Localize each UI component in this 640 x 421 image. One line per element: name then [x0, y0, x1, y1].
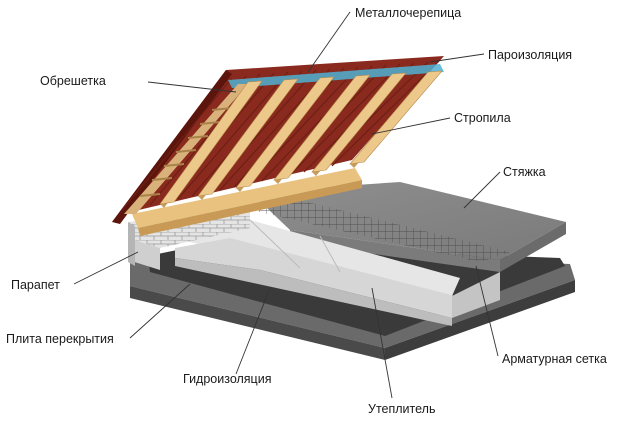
label-floor-slab: Плита перекрытия [6, 332, 114, 346]
leader-lines [73, 11, 501, 399]
label-waterproofing: Гидроизоляция [183, 372, 272, 386]
lathing-layer [124, 84, 248, 214]
label-screed: Стяжка [503, 165, 546, 179]
insulation-layer [175, 219, 500, 326]
rafter [159, 80, 263, 205]
rebar-mesh-layer [250, 200, 510, 262]
screed-layer [250, 182, 566, 272]
rafter [273, 74, 371, 181]
vapor-barrier-film [228, 64, 444, 88]
wall-plate-beam [132, 168, 362, 236]
label-vapor-barrier: Пароизоляция [488, 48, 573, 62]
label-rebar-mesh: Арматурная сетка [502, 352, 607, 366]
label-metal-tile: Металлочерепица [355, 6, 462, 20]
rafter [197, 78, 299, 197]
rafter [311, 72, 407, 173]
rafter [235, 76, 335, 189]
rafter [349, 70, 443, 165]
label-rafters: Стропила [454, 111, 511, 125]
label-parapet: Парапет [11, 278, 60, 292]
rafters-layer [159, 70, 443, 208]
label-insulation: Утеплитель [368, 402, 436, 416]
label-lathing: Обрешетка [40, 74, 106, 88]
